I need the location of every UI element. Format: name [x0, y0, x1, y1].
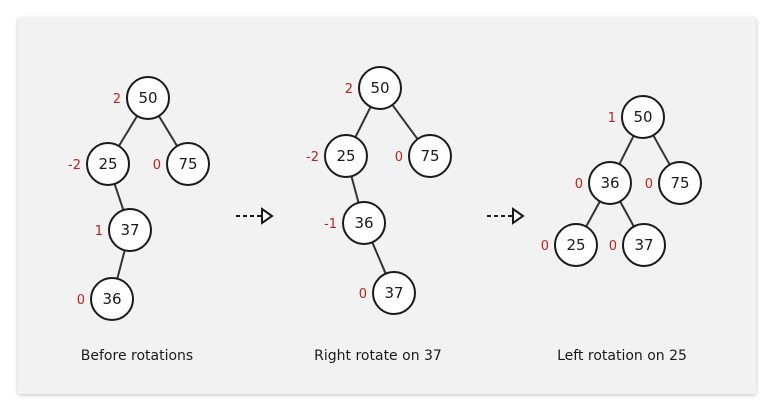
node-circle — [342, 201, 386, 245]
diagram-caption: Left rotation on 25 — [557, 348, 687, 364]
node-circle — [86, 142, 130, 186]
tree-node: 36 0 — [575, 161, 632, 205]
balance-factor: -2 — [68, 158, 81, 173]
node-value: 37 — [634, 236, 653, 254]
tree-node: 25 0 — [541, 223, 598, 267]
node-value: 37 — [384, 284, 403, 302]
tree-edge — [619, 200, 635, 228]
node-circle — [408, 134, 452, 178]
node-circle — [372, 271, 416, 315]
tree-node: 50 2 — [345, 66, 402, 110]
node-value: 50 — [633, 108, 652, 126]
node-value: 36 — [600, 174, 619, 192]
node-circle — [621, 95, 665, 139]
tree-node: 36 0 — [77, 277, 134, 321]
node-circle — [658, 161, 702, 205]
tree-edge — [350, 176, 360, 203]
tree-edge — [116, 250, 126, 279]
node-value: 50 — [138, 89, 157, 107]
tree-node: 75 0 — [645, 161, 702, 205]
node-circle — [108, 208, 152, 252]
tree-node: 75 0 — [395, 134, 452, 178]
tree-edge — [585, 200, 601, 228]
balance-factor: 2 — [345, 82, 353, 97]
tree-node: 50 2 — [113, 76, 170, 120]
tree-node: 50 1 — [608, 95, 665, 139]
tree-node: 37 1 — [95, 208, 152, 252]
dashed-arrow-icon — [236, 207, 274, 225]
balance-factor: 0 — [359, 287, 367, 302]
node-value: 75 — [420, 147, 439, 165]
node-circle — [358, 66, 402, 110]
tree-edge — [118, 115, 138, 147]
tree-node: 75 0 — [153, 142, 210, 186]
node-value: 36 — [354, 214, 373, 232]
node-circle — [166, 142, 210, 186]
balance-factor: -1 — [324, 217, 337, 232]
tree-node: 25 -2 — [68, 142, 130, 186]
node-value: 75 — [670, 174, 689, 192]
node-value: 36 — [102, 290, 121, 308]
node-circle — [588, 161, 632, 205]
node-circle — [622, 223, 666, 267]
node-value: 25 — [566, 236, 585, 254]
tree-node: 36 -1 — [324, 201, 386, 245]
balance-factor: -2 — [306, 150, 319, 165]
balance-factor: 0 — [541, 239, 549, 254]
tree-node: 25 -2 — [306, 134, 368, 178]
node-value: 50 — [370, 79, 389, 97]
tree-edge — [158, 115, 178, 147]
tree-node: 37 0 — [359, 271, 416, 315]
tree-edge — [618, 135, 635, 165]
balance-factor: 0 — [77, 293, 85, 308]
node-value: 37 — [120, 221, 139, 239]
tree-node: 37 0 — [609, 223, 666, 267]
node-circle — [554, 223, 598, 267]
diagram-caption: Right rotate on 37 — [314, 348, 442, 364]
balance-factor: 1 — [608, 111, 616, 126]
dashed-arrow-icon — [487, 207, 525, 225]
node-value: 25 — [98, 155, 117, 173]
tree-edge — [371, 241, 387, 275]
tree-edge — [113, 183, 125, 211]
tree-edge — [354, 106, 372, 138]
node-circle — [90, 277, 134, 321]
diagram-caption: Before rotations — [81, 348, 193, 364]
balance-factor: 0 — [395, 150, 403, 165]
node-circle — [324, 134, 368, 178]
balance-factor: 2 — [113, 92, 121, 107]
tree-edge — [391, 104, 419, 140]
balance-factor: 0 — [153, 158, 161, 173]
balance-factor: 0 — [645, 177, 653, 192]
node-circle — [126, 76, 170, 120]
balance-factor: 0 — [609, 239, 617, 254]
node-value: 75 — [178, 155, 197, 173]
balance-factor: 0 — [575, 177, 583, 192]
node-value: 25 — [336, 147, 355, 165]
tree-edge — [652, 134, 671, 166]
balance-factor: 1 — [95, 224, 103, 239]
